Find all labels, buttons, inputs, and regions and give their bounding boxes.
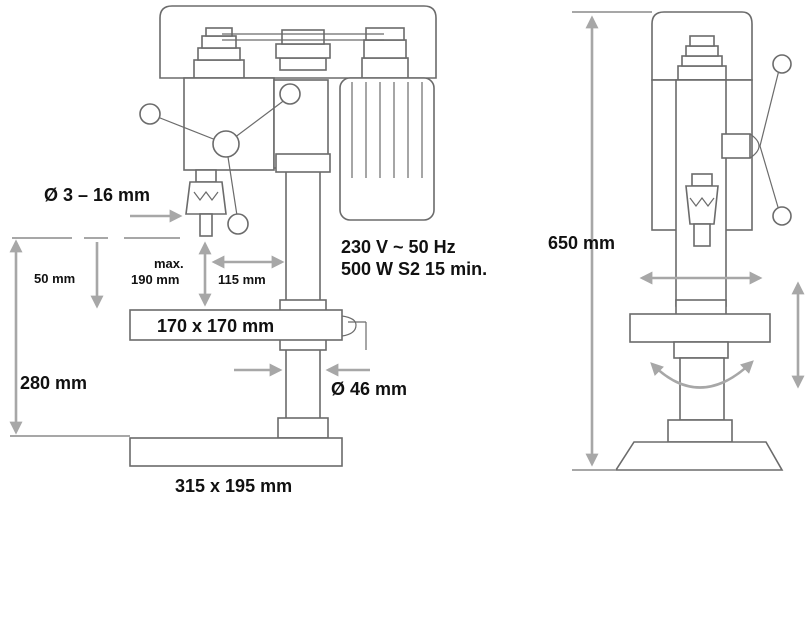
max-distance-label: 190 mm — [131, 272, 179, 287]
column — [285, 169, 321, 421]
total-height-label: 650 mm — [548, 233, 615, 253]
base-size-label: 315 x 195 mm — [175, 476, 292, 496]
max-height-label: 280 mm — [20, 373, 87, 393]
stroke-label: 50 mm — [34, 271, 75, 286]
base — [129, 437, 343, 467]
table-size-label: 170 x 170 mm — [157, 316, 274, 336]
throat-label: 115 mm — [218, 272, 266, 287]
side-base — [614, 441, 784, 471]
side-view: 650 mm — [548, 11, 805, 471]
pulleys — [193, 27, 409, 79]
side-chuck — [685, 185, 719, 225]
work-table — [129, 309, 343, 341]
front-view: Ø 3 – 16 mm 50 mm max. 190 mm 115 mm 230… — [9, 5, 487, 496]
max-label: max. — [154, 256, 184, 271]
feed-handles — [139, 83, 301, 235]
power-label: 500 W S2 15 min. — [341, 259, 487, 279]
column-dia-label: Ø 46 mm — [331, 379, 407, 399]
side-table — [629, 313, 771, 343]
chuck — [185, 181, 227, 215]
voltage-label: 230 V ~ 50 Hz — [341, 237, 456, 257]
chuck-range-label: Ø 3 – 16 mm — [44, 185, 150, 205]
motor — [339, 77, 435, 221]
